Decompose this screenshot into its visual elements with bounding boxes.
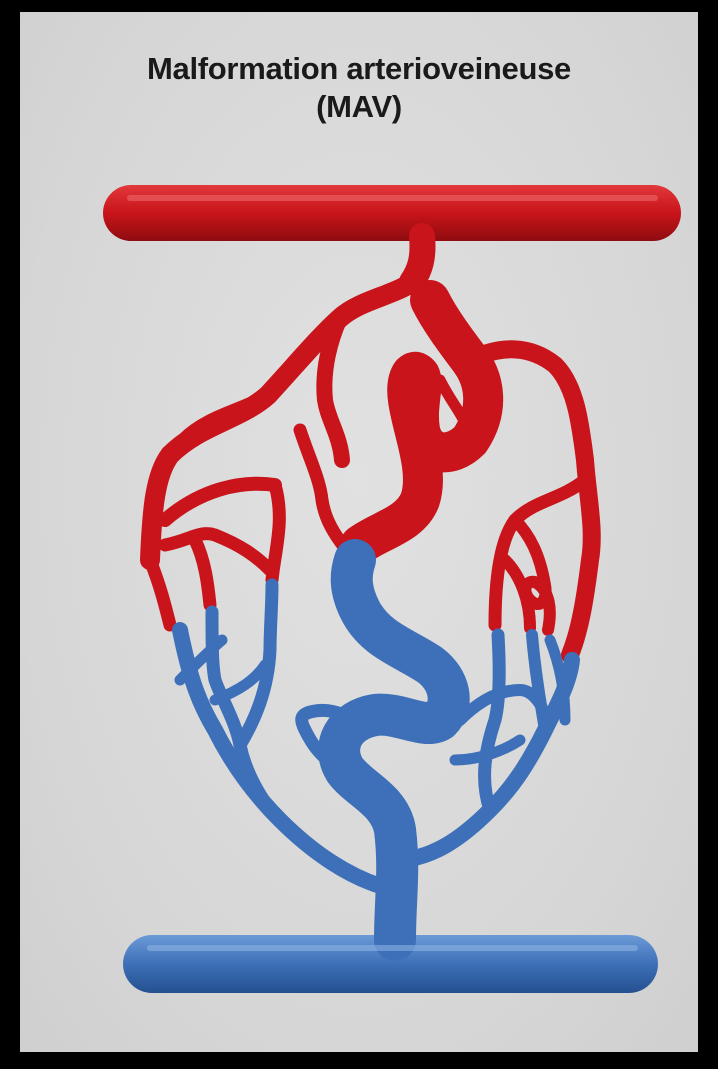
vein-right-outer xyxy=(485,635,500,810)
artery-left-inner xyxy=(324,318,342,460)
artery-left-drop-3 xyxy=(272,485,279,580)
arterial-network xyxy=(103,185,681,655)
artery-loop-top xyxy=(165,484,275,520)
artery-left-drop-1 xyxy=(150,560,170,625)
artery-loop-mid xyxy=(165,534,270,570)
artery-left-drop-2 xyxy=(195,540,210,605)
artery-right-drop xyxy=(505,560,530,628)
artery-left-outer xyxy=(185,395,268,440)
main-artery xyxy=(103,185,681,241)
